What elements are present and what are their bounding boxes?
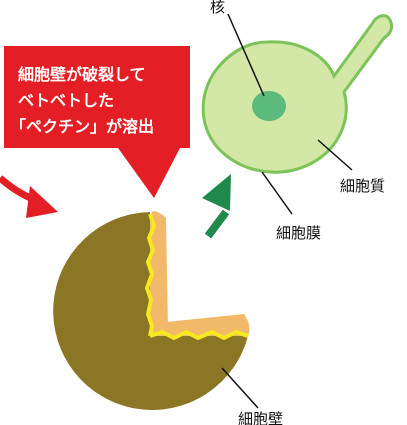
pectin-edge-vertical xyxy=(145,213,156,337)
nucleus-leader xyxy=(227,13,265,97)
callout-line-2: ベトベトした xyxy=(18,91,114,110)
green-arrow-shaft xyxy=(204,209,230,239)
callout-line-3: 「ペクチン」が溶出 xyxy=(10,117,154,136)
cell-wall-label: 細胞壁 xyxy=(238,410,283,425)
cytoplasm-label: 細胞質 xyxy=(340,177,385,195)
green-arrow-head xyxy=(202,174,231,211)
nucleus xyxy=(252,91,286,121)
burst-cell xyxy=(53,211,250,410)
callout-box xyxy=(4,46,190,198)
cell-body xyxy=(201,14,394,174)
red-arrow-head xyxy=(26,186,58,218)
green-arrow xyxy=(202,174,231,239)
cytoplasm-leader xyxy=(317,139,353,171)
nucleus-label: 核 xyxy=(210,0,225,16)
membrane-leader xyxy=(261,171,293,215)
plant-cell xyxy=(201,14,394,174)
pectin-edge-horizontal xyxy=(149,330,249,340)
callout-line-1: 細胞壁が破裂して xyxy=(18,65,146,84)
red-arrow xyxy=(0,175,58,218)
cell-membrane-label: 細胞膜 xyxy=(276,224,321,242)
callout-bubble: 細胞壁が破裂して ベトベトした 「ペクチン」が溶出 xyxy=(4,46,190,198)
pulp-cut-face xyxy=(150,214,249,336)
cell-wall-sector xyxy=(53,212,248,410)
cell-wall-leader xyxy=(221,367,259,409)
